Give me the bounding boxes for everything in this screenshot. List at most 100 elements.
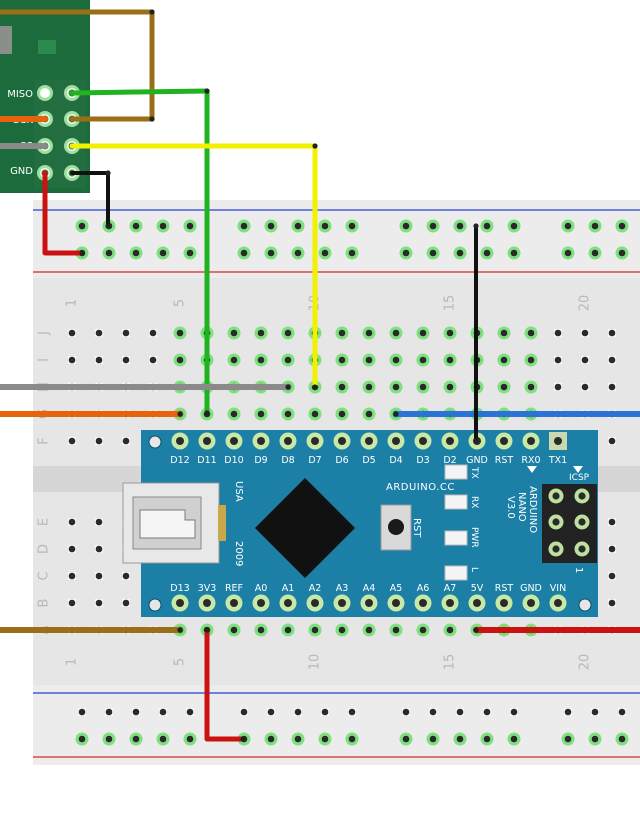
nano-pin-label: RST	[495, 583, 514, 594]
wire-end	[312, 143, 318, 149]
breadboard-hole	[132, 708, 140, 716]
breadboard-hole	[122, 437, 130, 445]
breadboard-hole	[527, 356, 535, 364]
breadboard-hole	[429, 222, 437, 230]
breadboard-hole	[105, 735, 113, 743]
breadboard-hole	[500, 329, 508, 337]
breadboard-hole	[402, 249, 410, 257]
column-number: 15	[443, 654, 458, 671]
nano-pin-hole	[500, 599, 508, 607]
breadboard-hole	[321, 222, 329, 230]
nano-pin-hole	[365, 437, 373, 445]
nano-pin-label: D7	[308, 455, 321, 466]
breadboard-hole	[105, 708, 113, 716]
breadboard-hole	[186, 708, 194, 716]
nano-pin-hole	[176, 437, 184, 445]
mount-hole	[148, 435, 162, 449]
breadboard-hole	[311, 626, 319, 634]
breadboard-hole	[267, 735, 275, 743]
breadboard-hole	[294, 735, 302, 743]
breadboard-hole	[132, 735, 140, 743]
breadboard-hole	[95, 572, 103, 580]
breadboard-hole	[230, 329, 238, 337]
nano-pin-label: D5	[362, 455, 375, 466]
wire-end	[285, 384, 291, 390]
breadboard-hole	[618, 735, 626, 743]
icsp-pin-hole	[552, 518, 560, 526]
nano-pin-hole	[392, 437, 400, 445]
breadboard-hole	[338, 329, 346, 337]
breadboard-hole	[527, 383, 535, 391]
breadboard-hole	[608, 329, 616, 337]
wire-end	[312, 384, 318, 390]
breadboard-hole	[159, 249, 167, 257]
breadboard-hole	[618, 708, 626, 716]
breadboard-hole	[68, 599, 76, 607]
module-component	[38, 40, 56, 54]
mount-hole	[578, 598, 592, 612]
usa-label: USA	[233, 481, 244, 502]
breadboard-hole	[608, 356, 616, 364]
breadboard-hole	[176, 329, 184, 337]
breadboard-hole	[527, 329, 535, 337]
breadboard-hole	[446, 626, 454, 634]
breadboard-hole	[68, 437, 76, 445]
breadboard-hole	[267, 222, 275, 230]
nano-pin-hole	[338, 437, 346, 445]
wire-end	[473, 627, 479, 633]
nano-pin-hole	[311, 437, 319, 445]
breadboard-hole	[348, 249, 356, 257]
breadboard-hole	[608, 383, 616, 391]
led-rx	[444, 494, 468, 510]
model-line-2: NANO	[516, 492, 527, 522]
wire-end	[204, 410, 210, 416]
nano-pin-label: D3	[416, 455, 429, 466]
led-tx-label: TX	[469, 466, 479, 479]
nano-pin-hole	[230, 437, 238, 445]
breadboard-hole	[419, 383, 427, 391]
breadboard-hole	[618, 222, 626, 230]
nano-pin-label: A1	[282, 583, 295, 594]
arduino-nano: RST TX RX PWR L ARDUINO.CC USA 2009 ARDU…	[122, 430, 598, 617]
breadboard-hole	[564, 249, 572, 257]
reset-button[interactable]	[388, 519, 404, 535]
nano-pin-label: A3	[336, 583, 349, 594]
nano-pin-label: A7	[444, 583, 457, 594]
breadboard-hole	[456, 249, 464, 257]
wire-red-3v3	[204, 627, 246, 742]
breadboard-hole	[483, 249, 491, 257]
breadboard-hole	[608, 545, 616, 553]
row-letter: B	[37, 599, 52, 608]
nano-pin-hole	[392, 599, 400, 607]
breadboard-hole	[78, 735, 86, 743]
rst-label: RST	[411, 518, 422, 538]
year-label: 2009	[233, 541, 244, 566]
breadboard-hole	[446, 356, 454, 364]
nano-pin-hole	[338, 599, 346, 607]
column-number: 20	[578, 654, 593, 671]
icsp-pin-one: 1	[573, 567, 584, 573]
breadboard-hole	[122, 599, 130, 607]
breadboard-hole	[311, 410, 319, 418]
icsp-pins	[548, 488, 590, 557]
nano-pin-label: D13	[170, 583, 189, 594]
nano-pin-hole	[365, 599, 373, 607]
nano-pin-label: GND	[466, 455, 488, 466]
nano-pin-hole	[203, 599, 211, 607]
nano-pin-hole	[419, 437, 427, 445]
mount-hole	[148, 598, 162, 612]
breadboard-hole	[419, 626, 427, 634]
wire-brown-module	[0, 9, 155, 122]
breadboard-hole	[456, 735, 464, 743]
breadboard-hole	[186, 735, 194, 743]
breadboard-hole	[419, 329, 427, 337]
breadboard-hole	[591, 708, 599, 716]
breadboard-hole	[402, 735, 410, 743]
breadboard-hole	[564, 735, 572, 743]
nano-pin-label: RX0	[521, 455, 540, 466]
breadboard-hole	[149, 329, 157, 337]
breadboard-hole	[95, 437, 103, 445]
breadboard-hole	[294, 708, 302, 716]
breadboard-hole	[95, 545, 103, 553]
